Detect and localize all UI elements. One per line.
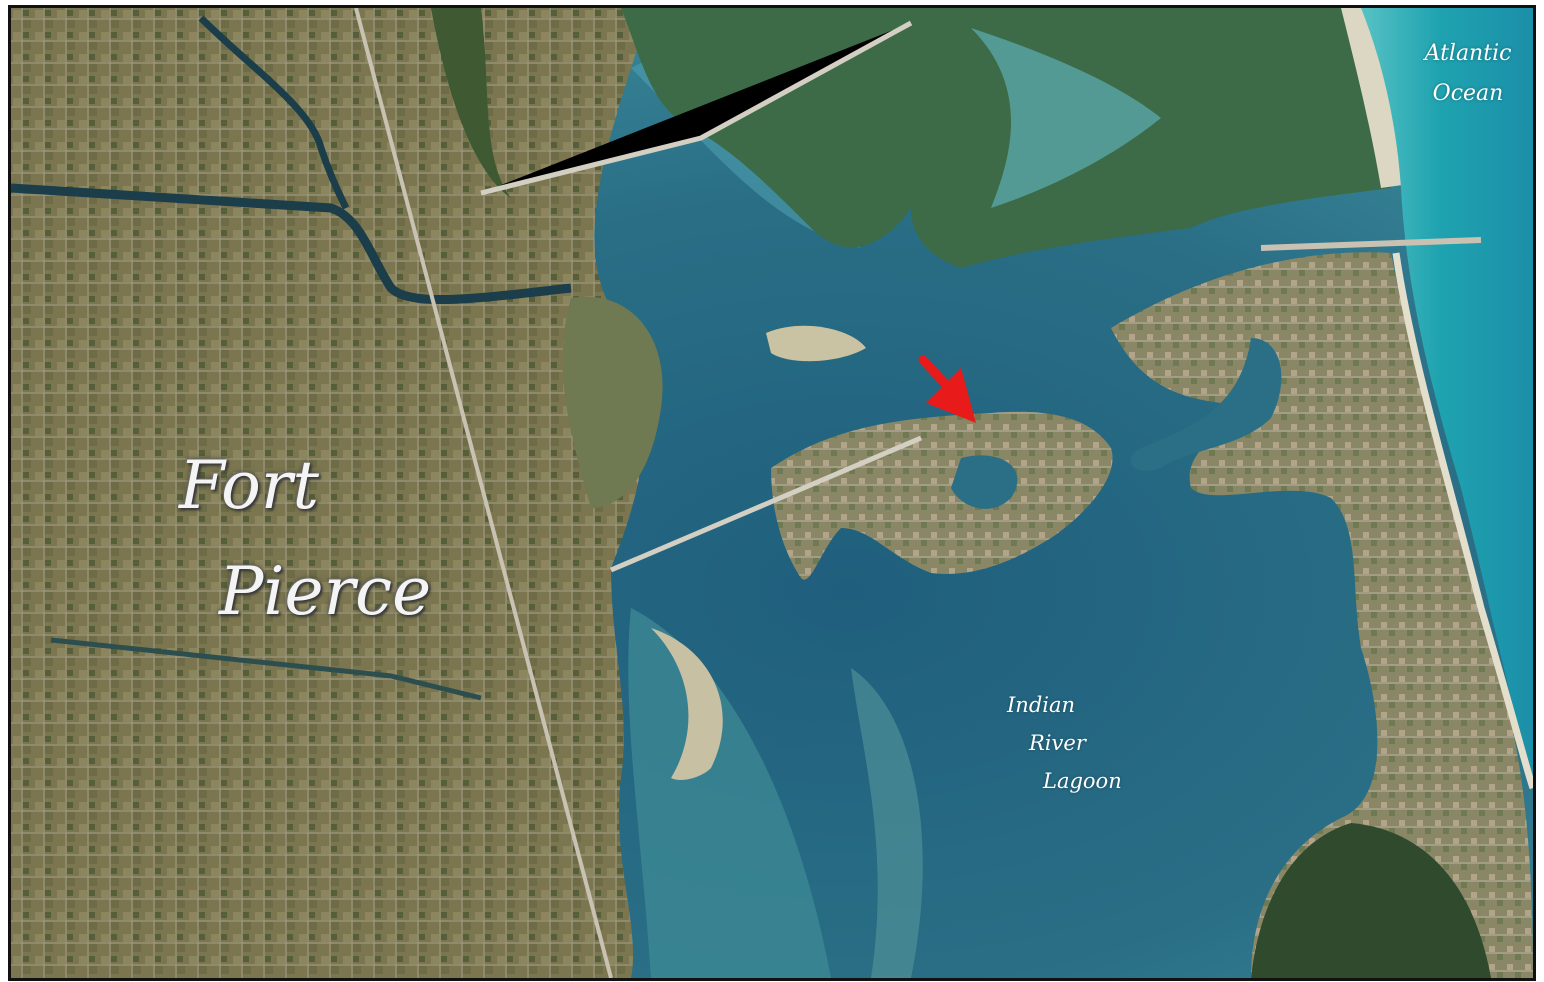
- marsh-shallows: [971, 28, 1161, 208]
- lagoon-label-line1: Indian: [1007, 693, 1076, 717]
- atlantic-ocean: [1361, 8, 1533, 778]
- lagoon-label: Indian River Lagoon: [1007, 686, 1122, 800]
- peninsula: [562, 296, 663, 508]
- lagoon-label-line3: Lagoon: [1043, 769, 1122, 793]
- seaway-basin: [951, 455, 1018, 509]
- ocean-label: Atlantic Ocean: [1409, 34, 1527, 114]
- south-bridge: [610, 435, 922, 573]
- map-frame: Fort Pierce Atlantic Ocean Indian River …: [8, 5, 1536, 981]
- city-label-line1: Fort: [179, 447, 319, 524]
- inner-lagoon: [1130, 338, 1282, 471]
- canal: [50, 637, 482, 701]
- shallows: [628, 608, 831, 978]
- lagoon-label-line2: River: [1029, 731, 1086, 755]
- canal: [11, 183, 572, 305]
- aerial-map[interactable]: [11, 8, 1533, 978]
- ocean-label-line1: Atlantic: [1424, 41, 1512, 66]
- north-bridge: [480, 20, 913, 196]
- city-label-line2: Pierce: [219, 553, 432, 630]
- south-hutchinson-island: [1111, 252, 1533, 978]
- location-arrow: [918, 355, 976, 423]
- canal: [198, 15, 350, 210]
- fort-pierce-mainland: [11, 8, 651, 978]
- marina-breakwater: [651, 628, 723, 780]
- ocean-label-line2: Ocean: [1432, 81, 1504, 106]
- shallows: [851, 668, 923, 978]
- park-greenery: [431, 8, 511, 198]
- seaway-island: [771, 411, 1113, 580]
- us1-highway: [354, 8, 613, 978]
- bird-island: [766, 325, 866, 362]
- inlet-jetty: [1260, 237, 1482, 251]
- mangrove-preserve: [1251, 823, 1491, 978]
- beach: [1392, 252, 1533, 790]
- city-label: Fort Pierce: [179, 450, 431, 628]
